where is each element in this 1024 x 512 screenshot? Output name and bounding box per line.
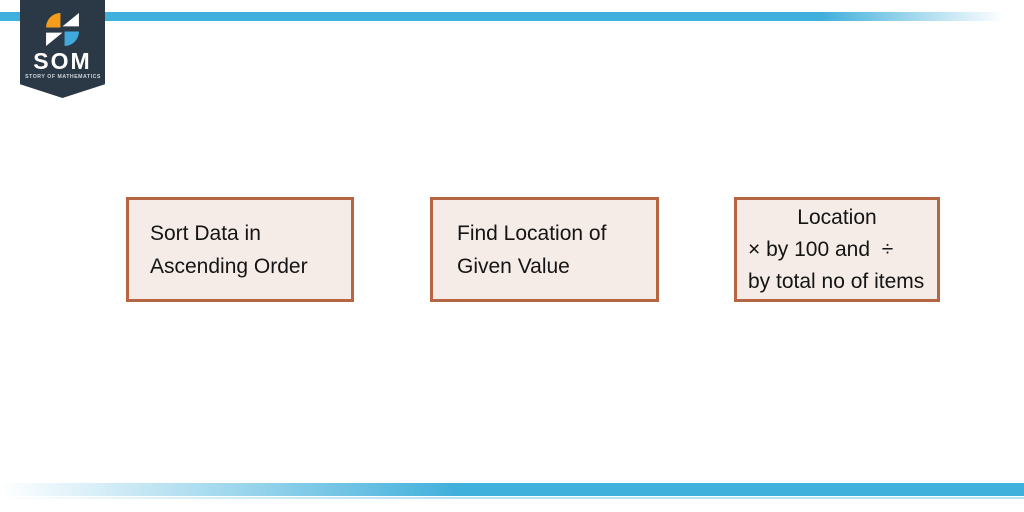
som-logo-badge: SOM STORY OF MATHEMATICS bbox=[20, 0, 105, 98]
step-text-line: Sort Data in bbox=[150, 221, 261, 245]
som-pinwheel-icon bbox=[46, 13, 79, 46]
step-box-sort-data: Sort Data in Ascending Order bbox=[126, 197, 354, 302]
logo-title: SOM bbox=[33, 48, 92, 74]
logo-subtitle: STORY OF MATHEMATICS bbox=[24, 74, 101, 80]
step-text-line: Find Location of bbox=[457, 221, 607, 245]
bottom-thin-divider-line bbox=[0, 497, 1024, 499]
step-text-line: Given Value bbox=[457, 254, 570, 278]
top-divider-line bbox=[0, 12, 1024, 21]
step-text-line: Ascending Order bbox=[150, 254, 308, 278]
step-text-line: Location bbox=[797, 205, 877, 229]
step-text-line: by total no of items bbox=[748, 269, 925, 293]
step-box-find-location: Find Location of Given Value bbox=[430, 197, 659, 302]
bottom-divider-line bbox=[0, 483, 1024, 496]
step-text-line: × by 100 and ÷ bbox=[748, 237, 894, 261]
step-box-percentile-formula: Location × by 100 and ÷ by total no of i… bbox=[734, 197, 940, 302]
